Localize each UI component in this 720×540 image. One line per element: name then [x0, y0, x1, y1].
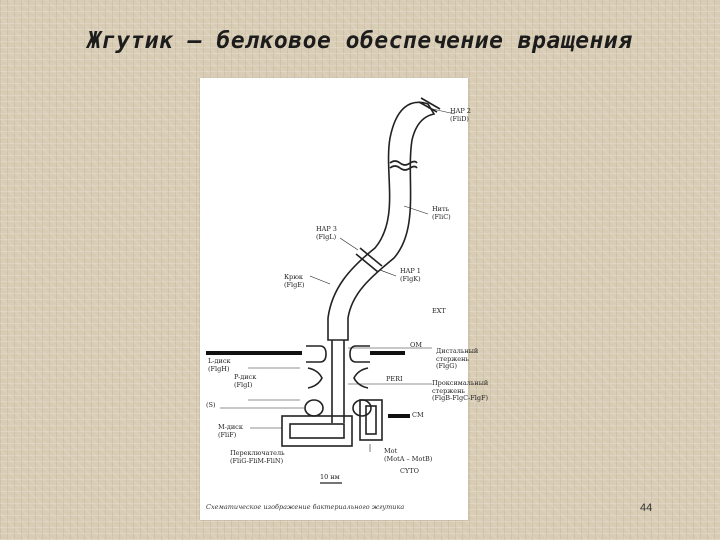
label-switch: Переключатель(FliG-FliM-FliN)	[230, 449, 285, 465]
figure-caption: Схематическое изображение бактериального…	[206, 503, 405, 511]
label-mot: Mot(MotA – MotB)	[384, 447, 433, 463]
label-ext: EXT	[432, 307, 446, 315]
label-cyto: CYTO	[400, 467, 419, 475]
hap2-band	[420, 97, 441, 110]
label-peri: PERI	[386, 375, 403, 383]
filament-break	[389, 160, 418, 166]
hap3-band	[359, 247, 383, 267]
flagellum-figure: HAP 2(FliD) Нить(FliC) HAP 3(FlgL) Крюк(…	[200, 78, 488, 520]
label-hap1: HAP 1(FlgK)	[400, 267, 421, 283]
m-ring	[304, 399, 324, 417]
flagellum-diagram	[206, 97, 456, 484]
label-hap2: HAP 2(FliD)	[450, 107, 471, 123]
label-p-ring: P-диск(FlgI)	[234, 373, 257, 389]
filament-tube	[327, 101, 436, 341]
hap1-band	[355, 253, 379, 273]
label-om: OM	[410, 341, 422, 349]
label-scale: 10 нм	[320, 473, 340, 481]
l-ring	[306, 345, 327, 363]
mot-complex	[359, 399, 383, 441]
label-cm: CM	[412, 411, 424, 419]
label-hook: Крюк(FlgE)	[284, 273, 305, 289]
label-m-ring: M-диск(FliF)	[218, 423, 243, 439]
switch-complex	[281, 415, 353, 447]
label-hap3: HAP 3(FlgL)	[316, 225, 337, 241]
page-number: 44	[640, 502, 653, 514]
label-filament: Нить(FliC)	[432, 205, 451, 221]
label-l-ring: L-диск(FlgH)	[208, 357, 231, 373]
label-s-ring: (S)	[206, 401, 216, 409]
p-ring	[307, 367, 323, 389]
slide-title: Жгутик – белковое обеспечение вращения	[87, 28, 633, 54]
